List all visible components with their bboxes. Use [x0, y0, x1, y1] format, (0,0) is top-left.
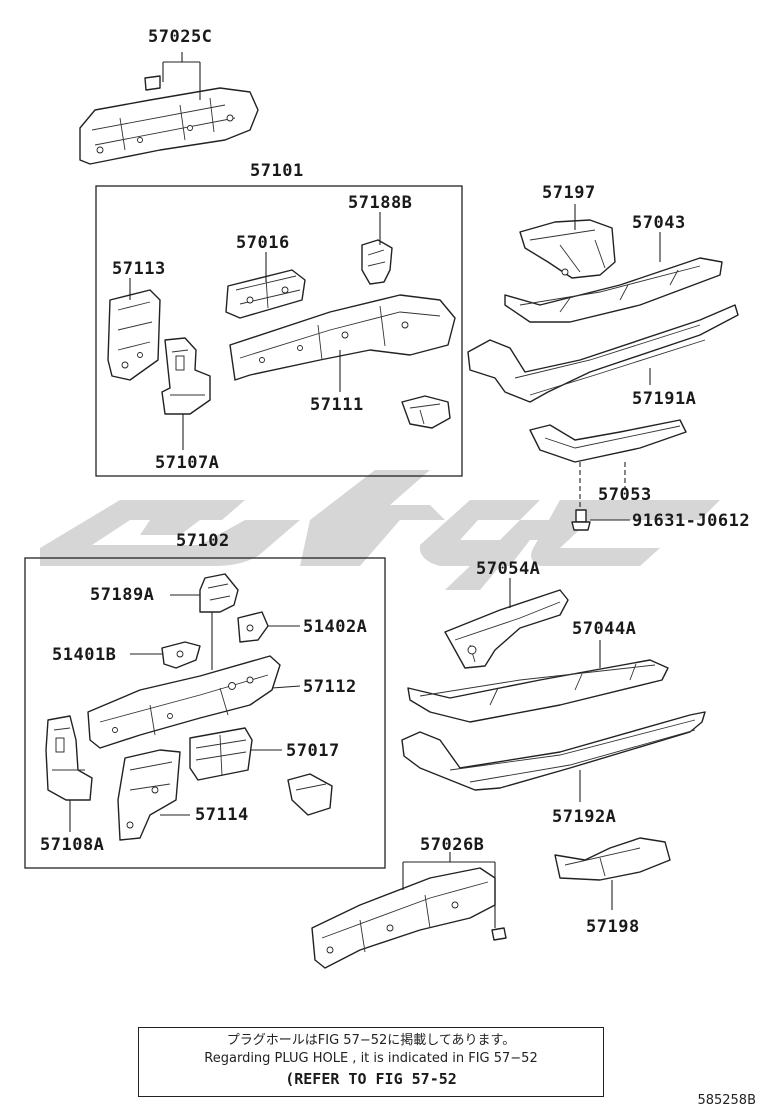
part-57111 [229, 294, 456, 392]
part-51402A [237, 611, 300, 643]
label-57113: 57113 [112, 259, 166, 279]
reference-note: プラグホールはFIG 57−52に掲載してあります。 Regarding PLU… [138, 1027, 604, 1097]
part-57107A [161, 337, 211, 450]
label-57026B: 57026B [420, 835, 484, 855]
label-57053: 57053 [598, 485, 652, 505]
label-57192A: 57192A [552, 807, 616, 827]
part-57017 [189, 727, 282, 781]
label-57108A: 57108A [40, 835, 104, 855]
catalog-number: 585258B [697, 1093, 756, 1108]
part-51401B [130, 641, 201, 669]
label-57043: 57043 [632, 213, 686, 233]
label-51402A: 51402A [303, 617, 367, 637]
part-57053 [529, 419, 687, 510]
part-small-bracket-57101 [401, 395, 451, 429]
label-57191A: 57191A [632, 389, 696, 409]
part-57188B [361, 212, 393, 285]
part-57197 [519, 204, 616, 279]
label-57198: 57198 [586, 917, 640, 937]
note-english-line: Regarding PLUG HOLE , it is indicated in… [204, 1051, 538, 1066]
label-57107A: 57107A [155, 453, 219, 473]
part-57189A [170, 573, 239, 670]
label-57054A: 57054A [476, 559, 540, 579]
group-box-57102 [24, 557, 386, 869]
label-57025C: 57025C [148, 27, 212, 47]
part-91631-J0612 [571, 509, 630, 531]
part-57016 [225, 252, 306, 319]
label-51401B: 51401B [52, 645, 116, 665]
part-57192A [401, 711, 706, 802]
label-57016: 57016 [236, 233, 290, 253]
note-japanese-line: プラグホールはFIG 57−52に掲載してあります。 [226, 1033, 516, 1048]
label-57101: 57101 [250, 161, 304, 181]
group-box-57101 [95, 185, 463, 477]
label-57114: 57114 [195, 805, 249, 825]
label-57188B: 57188B [348, 193, 412, 213]
part-57108A [45, 715, 93, 832]
part-57191A [467, 304, 739, 403]
label-57111: 57111 [310, 395, 364, 415]
label-57112: 57112 [303, 677, 357, 697]
label-57189A: 57189A [90, 585, 154, 605]
part-57114 [117, 749, 190, 841]
part-57043 [504, 232, 723, 323]
part-57198 [554, 837, 671, 910]
part-small-bracket-57102 [287, 773, 333, 816]
part-57026B [311, 852, 507, 969]
label-57017: 57017 [286, 741, 340, 761]
part-57025C [79, 52, 259, 165]
part-57044A [407, 640, 669, 723]
part-57112 [87, 655, 301, 749]
label-57197: 57197 [542, 183, 596, 203]
label-91631-J0612: 91631-J0612 [632, 511, 750, 531]
part-57113 [107, 278, 161, 381]
part-57054A [444, 578, 569, 669]
label-57044A: 57044A [572, 619, 636, 639]
label-57102: 57102 [176, 531, 230, 551]
note-refer-line: (REFER TO FIG 57-52 [285, 1070, 457, 1088]
